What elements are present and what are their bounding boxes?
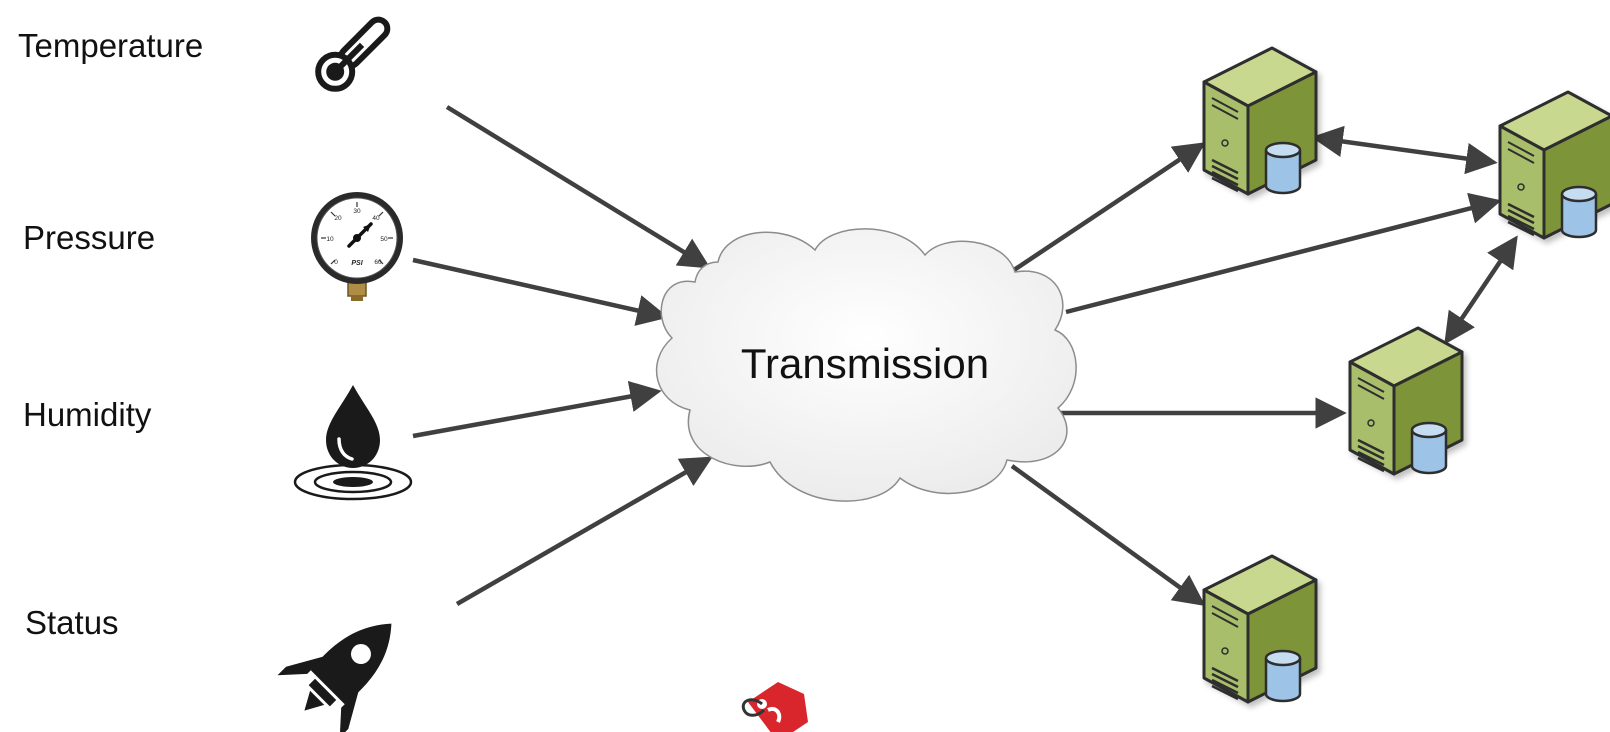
database-cylinder-icon [1264, 141, 1302, 195]
pressure-gauge-icon: 0 10 20 30 40 50 60 PSI [311, 192, 403, 301]
water-drop-icon [293, 385, 413, 501]
database-server-icon [1498, 90, 1610, 240]
database-server-icon [1348, 326, 1464, 476]
temperature-label: Temperature [18, 27, 204, 64]
database-server-icon [1202, 46, 1318, 196]
gauge-tick-label: 30 [353, 208, 361, 215]
rocket-icon [277, 623, 392, 732]
cloud-label: Transmission [741, 340, 989, 387]
gauge-tick-label: 0 [334, 259, 338, 266]
connector-arrows [412, 105, 1518, 606]
gauge-tick-label: 50 [380, 236, 388, 243]
thermometer-icon [315, 16, 391, 92]
arrow-server-1-to-server-2 [1311, 125, 1498, 175]
gauge-unit-label: PSI [351, 260, 363, 267]
gauge-tick-label: 60 [374, 259, 382, 266]
gauge-tick-label: 20 [334, 215, 342, 222]
transmission-cloud: Transmission [655, 228, 1077, 502]
arrow-cloud-to-server-1 [1012, 142, 1206, 272]
arrow-humidity-to-cloud [412, 380, 662, 439]
database-server-icon [1202, 554, 1318, 704]
arrow-pressure-to-cloud [412, 257, 669, 326]
cloud-shape [655, 228, 1077, 502]
database-cylinder-icon [1560, 185, 1598, 239]
database-cylinder-icon [1410, 421, 1448, 475]
gauge-tick-label: 40 [372, 215, 380, 222]
arrow-cloud-to-server-4 [1010, 464, 1206, 606]
arrow-server-2-to-server-3 [1444, 235, 1518, 345]
humidity-label: Humidity [23, 396, 152, 433]
status-label: Status [25, 604, 119, 641]
gauge-ticks [321, 202, 393, 265]
tag-watermark-icon [741, 682, 808, 732]
server-group [1202, 46, 1610, 704]
arrow-cloud-to-server-2 [1065, 192, 1502, 315]
gauge-tick-label: 10 [326, 236, 334, 243]
arrow-temperature-to-cloud [445, 105, 711, 269]
database-cylinder-icon [1264, 649, 1302, 703]
pressure-label: Pressure [23, 219, 156, 256]
arrow-status-to-cloud [455, 456, 713, 606]
